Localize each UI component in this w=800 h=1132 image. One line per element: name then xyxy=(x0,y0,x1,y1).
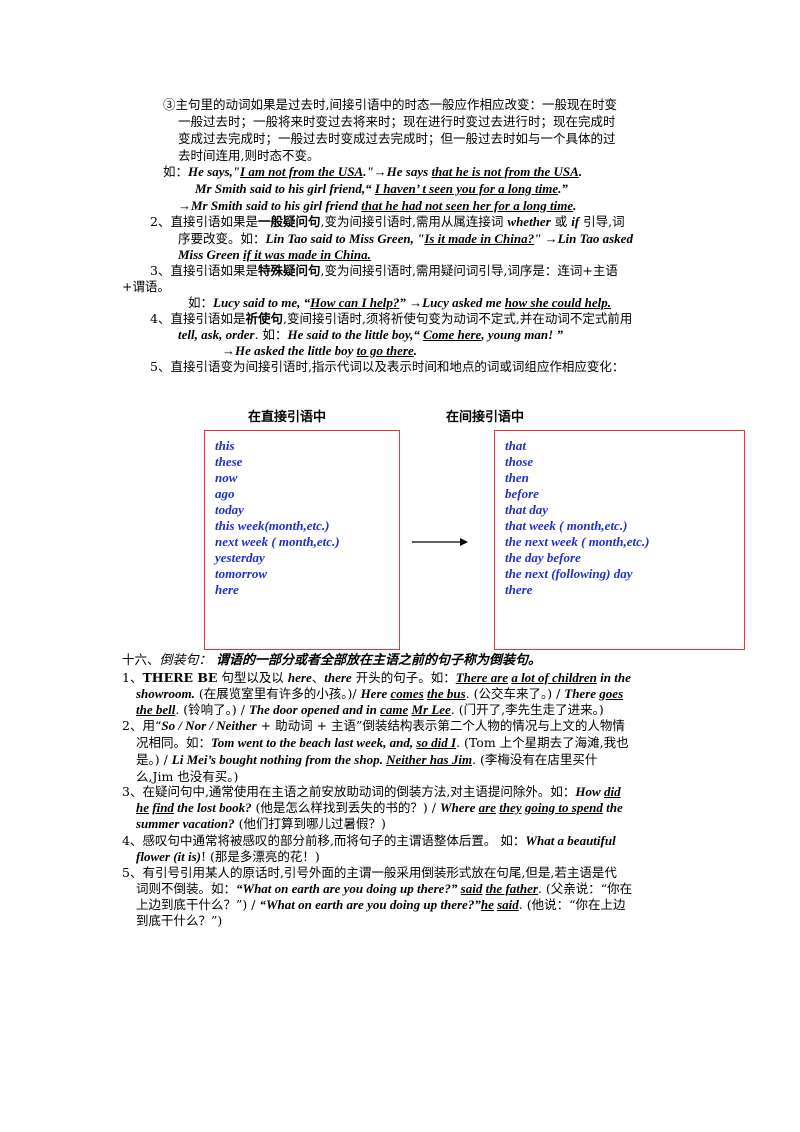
direct-speech-list: this these now ago today this week(month… xyxy=(215,438,340,598)
indirect-speech-box: that those then before that day that wee… xyxy=(494,430,745,650)
inv3-line3: summer vacation? (他们打算到哪儿过暑假？) xyxy=(136,816,386,831)
rule3-line2: 一般过去时；一般将来时变过去将来时；现在进行时变过去进行时；现在完成时 xyxy=(178,114,616,129)
rule3-line1: ③主句里的动词如果是过去时,间接引语中的时态一般应作相应改变：一般现在时变 xyxy=(163,97,617,112)
direct-word: tomorrow xyxy=(215,566,268,581)
rule4-line3: →He asked the little boy to go there. xyxy=(222,343,417,358)
inv1-line2: showroom. (在展览室里有许多的小孩。)/ Here comes the… xyxy=(136,686,624,701)
rule2-line2: 序要改变。如：Lin Tao said to Miss Green, "Is i… xyxy=(178,231,633,246)
rule3-line4: 去时间连用,则时态不变。 xyxy=(178,148,320,163)
section16-heading: 十六、倒装句： 谓语的一部分或者全部放在主语之前的句子称为倒装句。 xyxy=(122,652,542,668)
rule4-line2: tell, ask, order. 如：He said to the littl… xyxy=(178,327,563,342)
inv5-line3: 上边到底干什么？”) / “What on earth are you doin… xyxy=(136,897,626,912)
inv1-line1: 1、THERE BE 句型以及以 here、there 开头的句子。如：Ther… xyxy=(122,670,631,685)
direct-speech-header: 在直接引语中 xyxy=(248,410,327,425)
direct-word: this week(month,etc.) xyxy=(215,518,330,533)
direct-word: here xyxy=(215,582,239,597)
rule4-line1: 4、直接引语如是祈使句,变间接引语时,须将祈使句变为动词不定式,并在动词不定式前… xyxy=(150,311,633,326)
indirect-word: that day xyxy=(505,502,548,517)
example1-line2: Mr Smith said to his girl friend,“ I hav… xyxy=(195,181,568,196)
inv2-line3: 是。) / Li Mei’s bought nothing from the s… xyxy=(136,752,598,767)
indirect-word: before xyxy=(505,486,539,501)
direct-word: now xyxy=(215,470,238,485)
inv5-line4: 到底干什么？”) xyxy=(136,913,223,928)
inv4-line2: flower (it is)! (那是多漂亮的花！) xyxy=(136,849,320,864)
inv3-line2: he find the lost book? (他是怎么样找到丢失的书的？) /… xyxy=(136,800,623,815)
rule3b-example: 如：Lucy said to me, “How can I help?” →Lu… xyxy=(188,295,611,310)
direct-speech-box: this these now ago today this week(month… xyxy=(204,430,400,650)
inv2-line4: 么,Jim 也没有买。) xyxy=(136,769,239,784)
direct-word: ago xyxy=(215,486,235,501)
direct-word: next week ( month,etc.) xyxy=(215,534,340,549)
rule3b-line1: 3、直接引语如果是特殊疑问句,变为间接引语时,需用疑问词引导,词序是：连词+主语 xyxy=(150,263,618,278)
inv2-line1: 2、用“So / Nor / Neither + 助动词 + 主语”倒装结构表示… xyxy=(122,718,625,733)
rule3b-line2: +谓语。 xyxy=(122,279,170,294)
indirect-word: that week ( month,etc.) xyxy=(505,518,628,533)
indirect-speech-list: that those then before that day that wee… xyxy=(505,438,649,598)
indirect-word: the day before xyxy=(505,550,581,565)
example1-line1: 如：He says,"I am not from the USA."→He sa… xyxy=(163,164,583,179)
direct-word: these xyxy=(215,454,243,469)
rule5-line: 5、直接引语变为间接引语时,指示代词以及表示时间和地点的词或词组应作相应变化： xyxy=(150,359,625,374)
rule2-line1: 2、直接引语如果是一般疑问句,变为间接引语时,需用从属连接词 whether 或… xyxy=(150,214,625,229)
inv2-line2: 况相同。如：Tom went to the beach last week, a… xyxy=(136,735,629,750)
indirect-word: there xyxy=(505,582,533,597)
rule2-line3: Miss Green if it was made in China. xyxy=(178,247,371,262)
indirect-word: the next (following) day xyxy=(505,566,633,581)
arrow-icon xyxy=(412,538,468,546)
inv5-line2: 词则不倒装。如：“What on earth are you doing up … xyxy=(136,881,633,896)
indirect-speech-header: 在间接引语中 xyxy=(446,410,525,425)
example1-line3: →Mr Smith said to his girl friend that h… xyxy=(178,198,577,213)
rule3-line3: 变成过去完成时；一般过去时变成过去完成时；但一般过去时如与一个具体的过 xyxy=(178,131,616,146)
direct-word: yesterday xyxy=(215,550,265,565)
inv3-line1: 3、在疑问句中,通常使用在主语之前安放助动词的倒装方法,对主语提问除外。如：Ho… xyxy=(122,784,621,799)
direct-word: this xyxy=(215,438,235,453)
indirect-word: then xyxy=(505,470,529,485)
inv5-line1: 5、有引号引用某人的原话时,引号外面的主谓一般采用倒装形式放在句尾,但是,若主语… xyxy=(122,865,617,880)
indirect-word: those xyxy=(505,454,534,469)
direct-word: today xyxy=(215,502,244,517)
inv4-line1: 4、感叹句中通常将被感叹的部分前移,而将句子的主谓语整体后置。 如：What a… xyxy=(122,833,616,848)
inv1-line3: the bell. (铃响了。) / The door opened and i… xyxy=(136,702,604,717)
indirect-word: the next week ( month,etc.) xyxy=(505,534,650,549)
indirect-word: that xyxy=(505,438,526,453)
